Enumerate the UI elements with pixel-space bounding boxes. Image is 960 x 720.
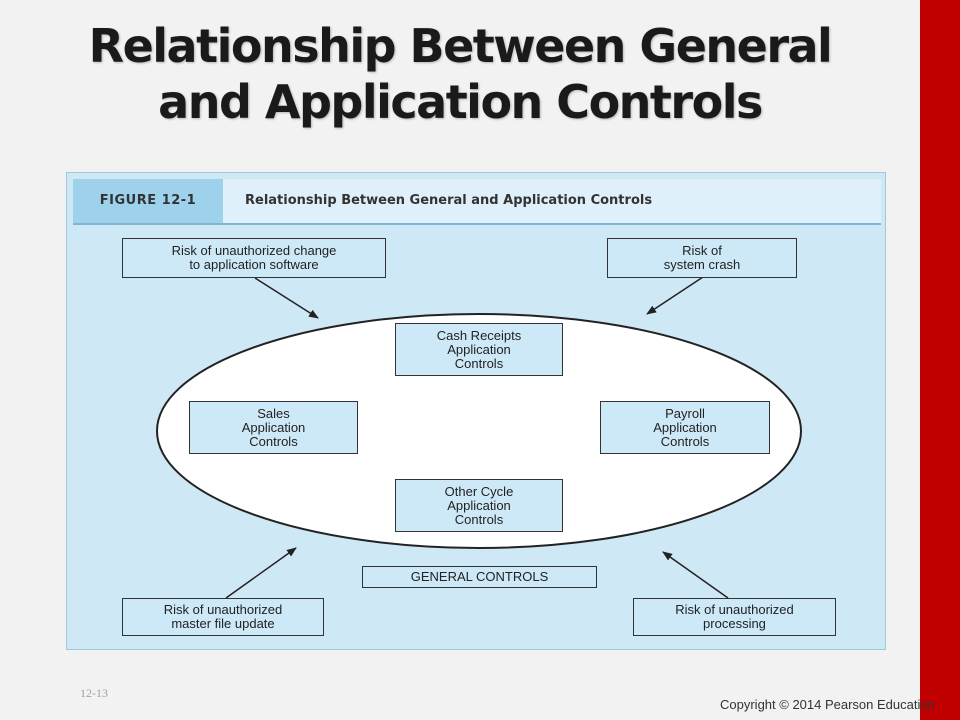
slide-number: 12-13 [80, 686, 108, 700]
risk-top-left-line-1: Risk of unauthorized change [171, 243, 337, 258]
sales-line-1: Sales [257, 405, 290, 421]
figure-title: Relationship Between General and Applica… [245, 193, 653, 208]
arrow-bottom-right [662, 551, 729, 599]
payroll-line-1: Payroll [665, 405, 705, 421]
general-controls-label-box: GENERAL CONTROLS [362, 566, 597, 588]
risk-box-top-right: Risk of system crash [607, 238, 797, 278]
arrow-top-left [254, 277, 319, 319]
risk-box-top-left: Risk of unauthorized change to applicati… [122, 238, 386, 278]
figure-number: FIGURE 12-1 [73, 179, 223, 223]
payroll-line-3: Controls [660, 433, 710, 449]
other-cycle-line-1: Other Cycle [444, 483, 514, 499]
cash-receipts-line-2: Application [447, 341, 511, 357]
figure-header: FIGURE 12-1 Relationship Between General… [73, 179, 881, 225]
slide-title-line-1: Relationship Between General [88, 19, 833, 73]
arrow-top-right [646, 276, 704, 315]
risk-top-right-line-2: system crash [663, 257, 741, 272]
arrow-bottom-left [225, 547, 297, 599]
other-cycle-controls-box: Other Cycle Application Controls [395, 479, 563, 532]
risk-box-bottom-left: Risk of unauthorized master file update [122, 598, 324, 636]
slide-title-line-2: and Application Controls [158, 75, 763, 129]
cash-receipts-line-3: Controls [454, 355, 504, 371]
risk-bottom-right-line-2: processing [703, 616, 766, 631]
general-controls-label: GENERAL CONTROLS [410, 569, 549, 584]
slide-title: Relationship Between General and Applica… [0, 18, 920, 130]
other-cycle-line-2: Application [447, 497, 511, 513]
risk-bottom-left-line-1: Risk of unauthorized [163, 602, 283, 617]
risk-box-bottom-right: Risk of unauthorized processing [633, 598, 836, 636]
general-controls-ellipse [156, 313, 802, 549]
payroll-line-2: Application [653, 419, 717, 435]
payroll-controls-box: Payroll Application Controls [600, 401, 770, 454]
cash-receipts-controls-box: Cash Receipts Application Controls [395, 323, 563, 376]
sales-line-2: Application [241, 419, 306, 435]
copyright-notice: Copyright © 2014 Pearson Education [720, 697, 935, 712]
sales-line-3: Controls [249, 433, 298, 449]
cash-receipts-line-1: Cash Receipts [436, 327, 522, 343]
risk-bottom-right-line-1: Risk of unauthorized [675, 602, 794, 617]
sales-controls-box: Sales Application Controls [189, 401, 358, 454]
risk-bottom-left-line-2: master file update [171, 616, 275, 631]
risk-top-left-line-2: to application software [189, 257, 319, 272]
other-cycle-line-3: Controls [454, 511, 504, 527]
risk-top-right-line-1: Risk of [682, 243, 722, 258]
red-accent-bar [920, 0, 960, 720]
